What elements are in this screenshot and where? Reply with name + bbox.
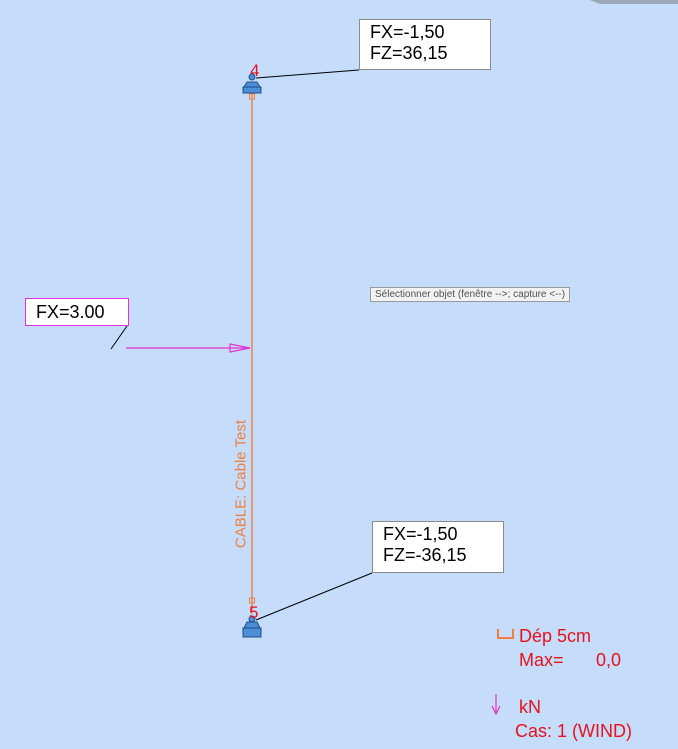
reaction-fx-top: FX=-1,50 xyxy=(370,22,445,42)
applied-load-label: FX=3.00 xyxy=(36,302,105,322)
leader-line-bottom xyxy=(255,572,373,621)
pinned-support-icon[interactable] xyxy=(242,615,262,638)
pinned-support-icon[interactable] xyxy=(242,73,262,94)
window-edge xyxy=(590,0,678,4)
legend-displacement: Dép 5cm xyxy=(519,626,592,646)
legend-max-label: Max= xyxy=(519,650,564,670)
applied-load-arrow-head xyxy=(229,343,251,353)
leader-line-top xyxy=(255,69,360,79)
cable-label: CABLE: Cable Test xyxy=(232,419,250,549)
cable-end-marker-top xyxy=(249,93,255,100)
legend-load-case: Cas: 1 (WIND) xyxy=(515,721,632,741)
reaction-fz-bottom: FZ=-36,15 xyxy=(383,545,467,565)
legend-max-value: 0,0 xyxy=(596,650,622,670)
reaction-fz-top: FZ=36,15 xyxy=(370,43,448,63)
down-arrow-icon xyxy=(491,694,501,716)
leader-line-load xyxy=(110,325,128,350)
applied-load-box[interactable]: FX=3.00 xyxy=(25,298,129,326)
selection-tooltip: Sélectionner objet (fenêtre -->; capture… xyxy=(370,287,571,302)
reaction-fx-bottom: FX=-1,50 xyxy=(383,524,458,544)
reaction-box-bottom[interactable]: FX=-1,50 FZ=-36,15 xyxy=(372,521,504,573)
node-label-bottom: 5 xyxy=(249,603,259,622)
node-label-top: 4 xyxy=(250,61,260,80)
legend-unit: kN xyxy=(519,697,541,717)
reaction-box-top[interactable]: FX=-1,50 FZ=36,15 xyxy=(359,19,491,70)
bracket-displacement-icon xyxy=(497,629,514,639)
cable-end-marker-bottom xyxy=(249,597,255,604)
